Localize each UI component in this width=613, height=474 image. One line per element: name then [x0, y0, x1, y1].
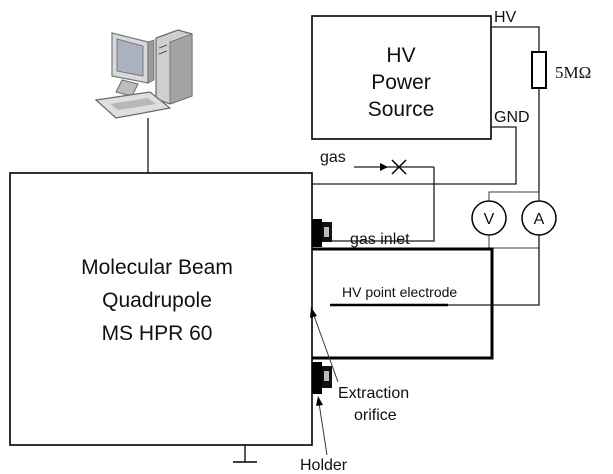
gas-inlet-fitting [312, 219, 332, 247]
resistor-label: 5MΩ [555, 63, 591, 82]
extraction-label-line1: Extraction [338, 385, 409, 402]
hv-electrode-wire [448, 235, 540, 306]
holder-pointer-arrow [316, 396, 323, 406]
spectrometer-label-line3: MS HPR 60 [102, 322, 213, 345]
extraction-label-line2: orifice [354, 407, 397, 424]
orifice-pointer-line [312, 312, 339, 383]
hv-source-label-line3: Source [368, 98, 435, 121]
hv-terminal-label: HV [494, 9, 517, 26]
hv-source-label-line1: HV [386, 44, 415, 67]
gnd-wire [312, 126, 517, 185]
computer-icon [94, 29, 193, 119]
valve-icon [391, 159, 407, 175]
ground-icon [233, 445, 257, 463]
holder-pointer-line [318, 402, 328, 456]
gas-inlet-label: gas inlet [350, 231, 410, 248]
orifice-pointer-arrow [310, 307, 317, 318]
sampling-chamber-wall [312, 247, 494, 360]
extraction-holder-fitting [312, 362, 332, 394]
voltmeter-label: V [484, 211, 495, 228]
holder-label: Holder [300, 457, 348, 474]
mass-spectrometer-box [9, 172, 313, 446]
gas-flow-arrow [380, 163, 388, 171]
resistor-icon [531, 51, 547, 89]
meter-top-wire [488, 191, 540, 201]
ammeter-label: A [534, 211, 545, 228]
hv-power-source-box [311, 15, 492, 140]
gas-inlet-tube [312, 167, 435, 242]
meter-bottom-wire [488, 235, 540, 249]
hv-source-label-line2: Power [371, 71, 431, 94]
spectrometer-label-line2: Quadrupole [102, 289, 212, 312]
hv-electrode-label: HV point electrode [342, 284, 457, 300]
gas-label: gas [320, 149, 346, 166]
spectrometer-label-line1: Molecular Beam [81, 256, 233, 279]
hv-output-wire [491, 26, 540, 52]
gnd-terminal-label: GND [494, 109, 530, 126]
